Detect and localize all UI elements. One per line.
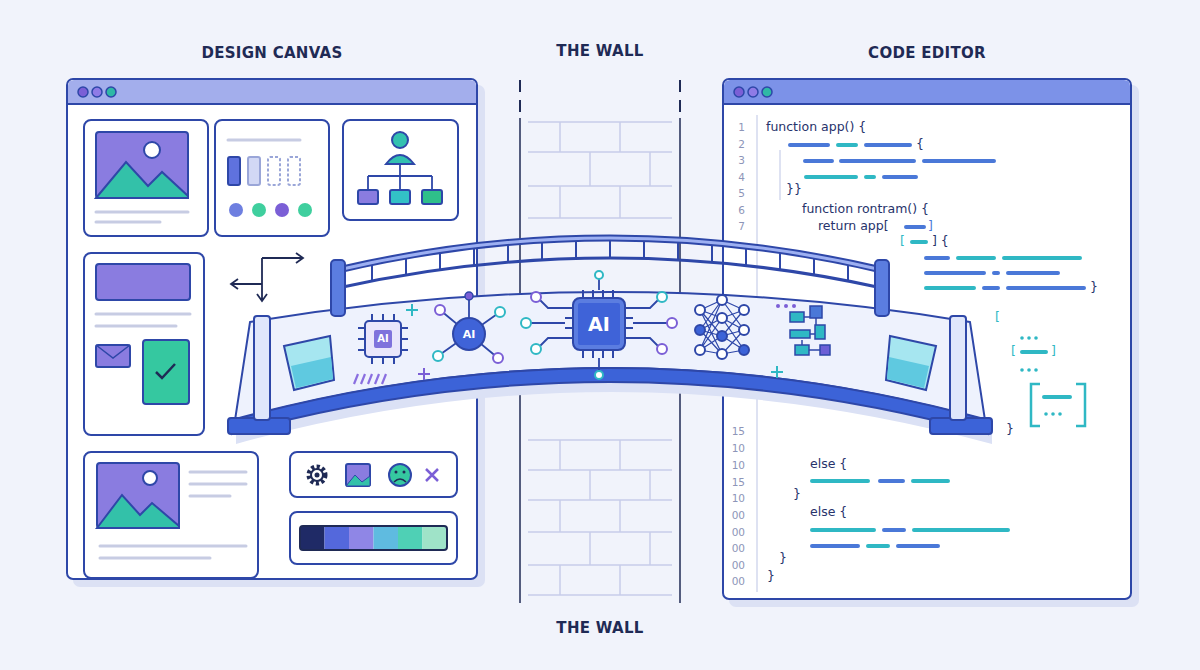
wall-edge: [519, 80, 521, 112]
chip-pins: [358, 314, 408, 364]
wall-heading: THE WALL: [520, 621, 680, 636]
code-text: ]: [928, 220, 933, 233]
code-text: function rontram() {: [802, 203, 929, 216]
code-text: [: [1011, 345, 1016, 358]
code-text: function app() {: [766, 121, 866, 134]
line-number: 7: [738, 221, 745, 232]
chip-label: AI: [588, 315, 610, 334]
design-canvas-window: DESIGN CANVAS: [66, 78, 478, 580]
hub-label: AI: [463, 329, 476, 340]
code-text: }: [1090, 281, 1098, 294]
line-number: 5: [738, 188, 745, 199]
trace-terminal: [521, 318, 531, 328]
line-number: 00: [732, 576, 745, 587]
hub-terminal: [495, 307, 505, 317]
code-editor-window: CODE EDITOR: [722, 78, 1132, 600]
wall-heading: THE WALL: [520, 44, 680, 59]
line-number: 3: [738, 155, 745, 166]
window-heading: CODE EDITOR: [724, 46, 1130, 61]
line-number: 00: [732, 510, 745, 521]
trace-terminal: [531, 292, 541, 302]
line-number: 6: [738, 205, 745, 216]
chip-pins: [565, 290, 633, 358]
line-number: 15: [732, 426, 745, 437]
line-number: 00: [732, 560, 745, 571]
code-text: }: [779, 552, 787, 565]
line-number: 00: [732, 527, 745, 538]
trace-terminal: [595, 271, 603, 279]
window-heading: DESIGN CANVAS: [68, 46, 476, 61]
hub-terminal: [493, 353, 503, 363]
line-number: 4: [738, 172, 745, 183]
code-text: }: [1006, 423, 1014, 436]
wall-edge: [679, 80, 681, 112]
chip-label: AI: [374, 330, 391, 348]
code-text: [: [995, 311, 1000, 324]
circuit-trace: [531, 279, 667, 371]
neuron: [695, 345, 705, 355]
ai-chip: AI: [364, 320, 402, 358]
wall-edge: [519, 118, 521, 603]
line-number: 10: [732, 460, 745, 471]
line-number: 1: [738, 122, 745, 133]
line-number: 15: [732, 477, 745, 488]
trace-terminal: [657, 292, 667, 302]
code-text: else {: [810, 458, 847, 471]
trace-terminal: [531, 344, 541, 354]
wall: [520, 80, 680, 603]
ai-core-chip: AI: [572, 297, 626, 351]
code-text: return app[: [818, 220, 889, 233]
trace-terminal: [595, 371, 603, 379]
code-text: }: [793, 488, 801, 501]
line-number: 10: [732, 443, 745, 454]
neuron: [695, 305, 705, 315]
ai-hub-node: AI: [452, 317, 486, 351]
neuron: [695, 325, 705, 335]
wall-bricks: [528, 122, 672, 595]
wall-edge: [679, 118, 681, 603]
code-text: ] {: [932, 235, 949, 248]
line-number: 00: [732, 543, 745, 554]
trace-terminal: [667, 318, 677, 328]
code-text: else {: [810, 506, 847, 519]
code-text: }: [767, 570, 775, 583]
code-text: ]: [1051, 345, 1056, 358]
line-number: 10: [732, 493, 745, 504]
code-text: }}: [786, 183, 802, 196]
code-text: {: [916, 138, 924, 151]
trace-terminal: [657, 344, 667, 354]
code-text: [: [900, 235, 905, 248]
line-number: 2: [738, 139, 745, 150]
